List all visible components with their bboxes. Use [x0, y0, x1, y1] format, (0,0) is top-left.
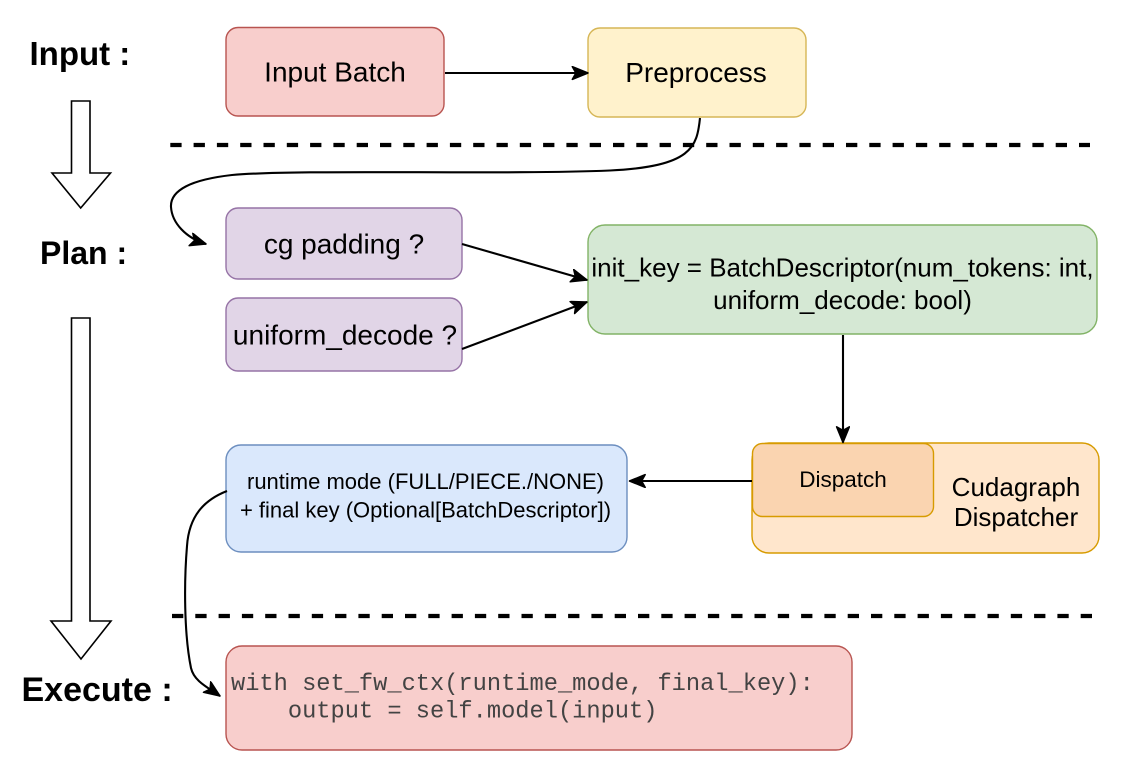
- svg-text:uniform_decode ?: uniform_decode ?: [233, 320, 457, 351]
- svg-text:Preprocess: Preprocess: [625, 57, 767, 88]
- svg-text:Cudagraph: Cudagraph: [952, 472, 1081, 502]
- svg-text:init_key = BatchDescriptor(num: init_key = BatchDescriptor(num_tokens: i…: [591, 253, 1093, 283]
- svg-text:runtime mode (FULL/PIECE./NONE: runtime mode (FULL/PIECE./NONE): [247, 469, 604, 494]
- svg-text:Dispatch: Dispatch: [799, 467, 887, 492]
- svg-text:+ final key (Optional[BatchDes: + final key (Optional[BatchDescriptor]): [240, 498, 611, 523]
- svg-text:Input :: Input :: [30, 35, 131, 72]
- svg-text:Dispatcher: Dispatcher: [954, 502, 1079, 532]
- svg-text:uniform_decode: bool): uniform_decode: bool): [713, 285, 972, 315]
- svg-text:Input Batch: Input Batch: [264, 57, 406, 88]
- svg-text:cg padding ?: cg padding ?: [264, 229, 424, 260]
- svg-text:with set_fw_ctx(runtime_mode,: with set_fw_ctx(runtime_mode, final_key)…: [231, 671, 814, 698]
- svg-text:output = self.model(input): output = self.model(input): [231, 699, 657, 726]
- svg-text:Execute :: Execute :: [22, 671, 173, 709]
- svg-text:Plan :: Plan :: [40, 235, 127, 271]
